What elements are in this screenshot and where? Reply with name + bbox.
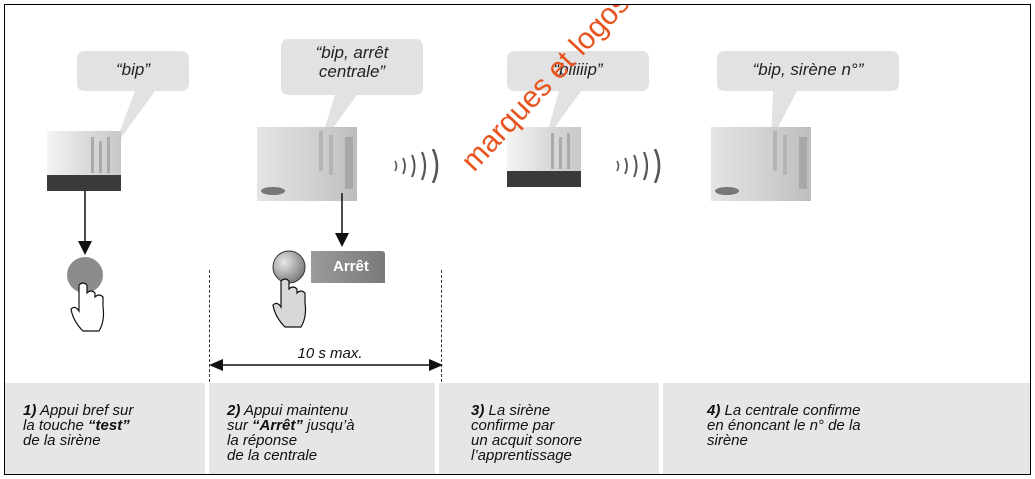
speech-bubble-4: “bip, sirène n°” xyxy=(713,45,903,145)
timer-start-line xyxy=(209,270,210,382)
diagram-frame: “bip” “bip, arrêt centrale” “biiiiip” “b… xyxy=(4,4,1031,475)
timer-end-line xyxy=(441,270,442,382)
bubble-text-4: “bip, sirène n°” xyxy=(752,60,864,79)
step-3: 3) La sirène confirme par un acquit sono… xyxy=(439,383,659,474)
step-2: 2) Appui maintenu sur “Arrêt” jusqu’à la… xyxy=(209,383,435,474)
timer-arrow-icon xyxy=(209,359,443,371)
step-3-text: 3) La sirène confirme par un acquit sono… xyxy=(471,403,671,463)
arrow-down-icon xyxy=(78,191,92,255)
step-1-post: de la sirène xyxy=(23,432,101,449)
step-1-key: “test” xyxy=(88,417,130,434)
central-device-icon xyxy=(711,127,811,201)
step-2-text: 2) Appui maintenu sur “Arrêt” jusqu’à la… xyxy=(227,403,427,463)
speech-bubble-2: “bip, arrêt centrale” xyxy=(277,35,427,150)
step-2-pre: Appui maintenu sur xyxy=(227,402,349,434)
sound-waves-icon xyxy=(616,149,661,183)
step-4-pre: La centrale confirme en énoncant le n° d… xyxy=(707,402,861,449)
stop-button-icon xyxy=(272,250,307,328)
timer-label: 10 s max. xyxy=(297,345,363,362)
bubble-text-2: “bip, arrêt centrale” xyxy=(315,43,389,81)
step-2-key: “Arrêt” xyxy=(252,417,303,434)
step-1-pre: Appui bref sur la touche xyxy=(23,402,134,434)
siren-device-icon xyxy=(47,131,121,191)
step-2-post: jusqu’à la réponse de la centrale xyxy=(227,417,355,464)
step-1-number: 1) xyxy=(23,402,37,419)
step-4-text: 4) La centrale confirme en énoncant le n… xyxy=(707,403,967,448)
step-2-number: 2) xyxy=(227,402,241,419)
step-3-number: 3) xyxy=(471,402,485,419)
siren-device-icon xyxy=(507,127,581,187)
bubble-text-1: “bip” xyxy=(115,60,150,79)
step-1: 1) Appui bref sur la touche “test” de la… xyxy=(5,383,205,474)
step-4-number: 4) xyxy=(707,402,721,419)
test-button-icon xyxy=(67,257,105,332)
speech-bubble-1: “bip” xyxy=(73,45,193,155)
bubble-text-3: “biiiiip” xyxy=(553,60,603,79)
step-4: 4) La centrale confirme en énoncant le n… xyxy=(663,383,1030,474)
step-1-text: 1) Appui bref sur la touche “test” de la… xyxy=(23,402,223,449)
central-device-icon xyxy=(257,127,357,201)
arrow-down-icon xyxy=(335,193,349,247)
steps-panel: 1) Appui bref sur la touche “test” de la… xyxy=(5,383,1030,474)
stop-button-label: Arrêt xyxy=(311,251,385,283)
step-3-pre: La sirène confirme par un acquit sonore … xyxy=(471,402,582,464)
sound-waves-icon xyxy=(394,149,439,183)
speech-bubble-3: “biiiiip” xyxy=(503,45,653,145)
